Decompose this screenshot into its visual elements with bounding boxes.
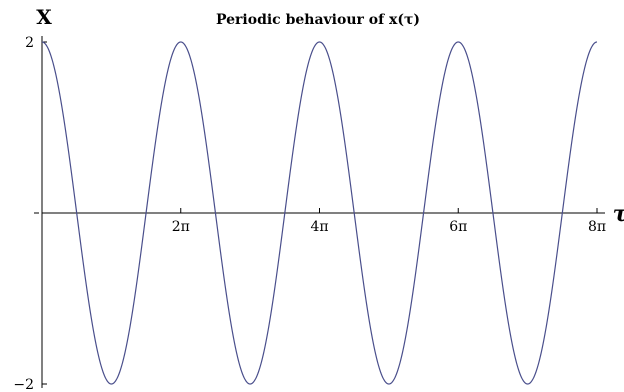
y-tick-label-2: −2: [13, 377, 34, 392]
x-tick-label-2: 6π: [449, 219, 467, 235]
x-tick-label-0: 2π: [172, 219, 190, 235]
ticks-group: 2π 4π 6π 8π 2 −2: [13, 35, 606, 392]
y-tick-label-0: 2: [25, 35, 34, 51]
y-axis-label: X: [36, 5, 52, 29]
series-line: [41, 41, 598, 385]
x-tick-label-1: 4π: [310, 219, 328, 235]
chart-title: Periodic behaviour of x(τ): [216, 12, 420, 28]
x-axis-label: τ: [613, 201, 624, 227]
x-tick-label-3: 8π: [588, 219, 606, 235]
